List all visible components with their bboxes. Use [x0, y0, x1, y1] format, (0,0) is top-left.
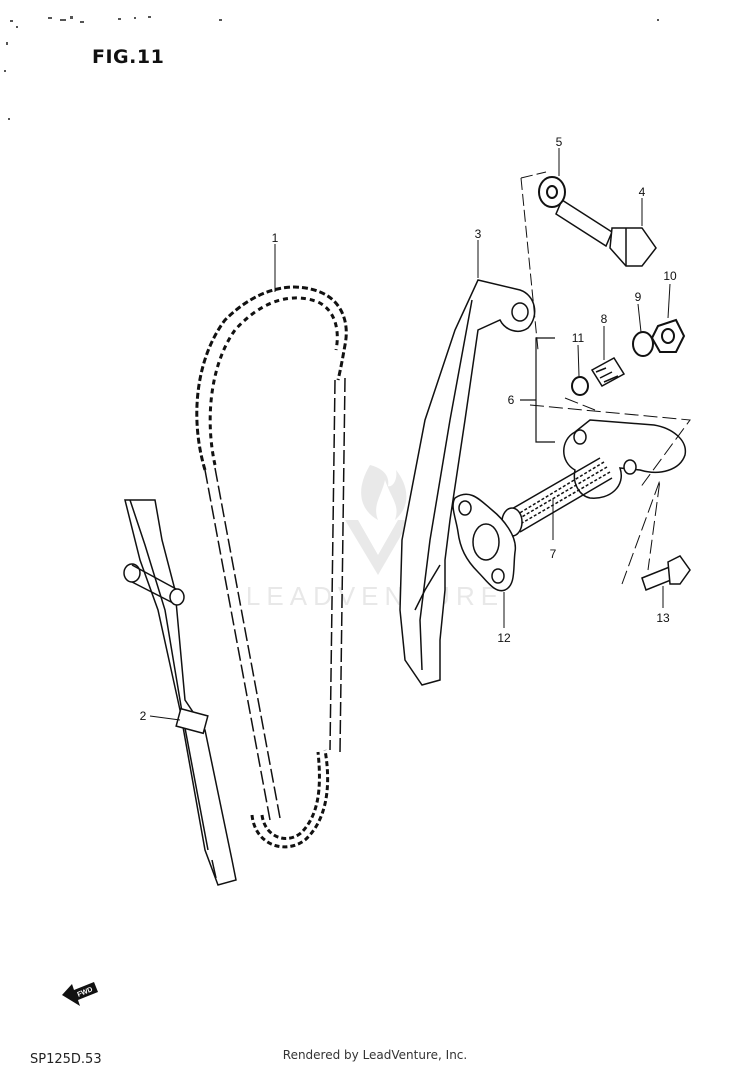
- callout-1: 1: [272, 231, 279, 245]
- diagram-code: SP125D.53: [30, 1052, 102, 1067]
- render-credit: Rendered by LeadVenture, Inc.: [282, 1048, 468, 1062]
- washer-9: [632, 331, 654, 357]
- washer-5: [538, 176, 566, 208]
- callout-13: 13: [656, 611, 670, 625]
- assembly-bracket-6: [520, 337, 555, 443]
- callout-4: 4: [639, 185, 646, 199]
- stud-8: [590, 357, 626, 387]
- o-ring-11: [571, 376, 589, 396]
- callout-10: 10: [663, 269, 677, 283]
- chain-guide: [123, 499, 237, 886]
- callout-3: 3: [475, 227, 482, 241]
- gasket-12: [452, 493, 517, 592]
- bolt-13: [621, 479, 691, 591]
- callout-8: 8: [601, 312, 608, 326]
- leadventure-watermark: LEADVENTURE: [246, 465, 504, 611]
- callout-9: 9: [635, 290, 642, 304]
- cam-chain: [195, 285, 348, 849]
- nut-10: [650, 318, 686, 353]
- callout-7: 7: [550, 547, 557, 561]
- bolt-4: [555, 198, 657, 267]
- callout-2: 2: [140, 709, 147, 723]
- scan-speckles: [4, 16, 659, 120]
- assembly-guide-line: [520, 171, 547, 351]
- leader-lines: [149, 148, 671, 721]
- callout-12: 12: [497, 631, 511, 645]
- chain-tensioner-7: [501, 397, 691, 537]
- watermark-text: LEADVENTURE: [246, 581, 504, 611]
- tensioner-arm: [399, 279, 536, 686]
- callout-6: 6: [508, 393, 515, 407]
- figure-title: FIG.11: [92, 46, 165, 68]
- fwd-arrow-icon: FWD: [62, 982, 98, 1006]
- callout-5: 5: [556, 135, 563, 149]
- callout-11: 11: [572, 331, 585, 345]
- callout-labels: 1 2 3 4 5 6 7 8 9 10 11 12 13: [140, 135, 677, 723]
